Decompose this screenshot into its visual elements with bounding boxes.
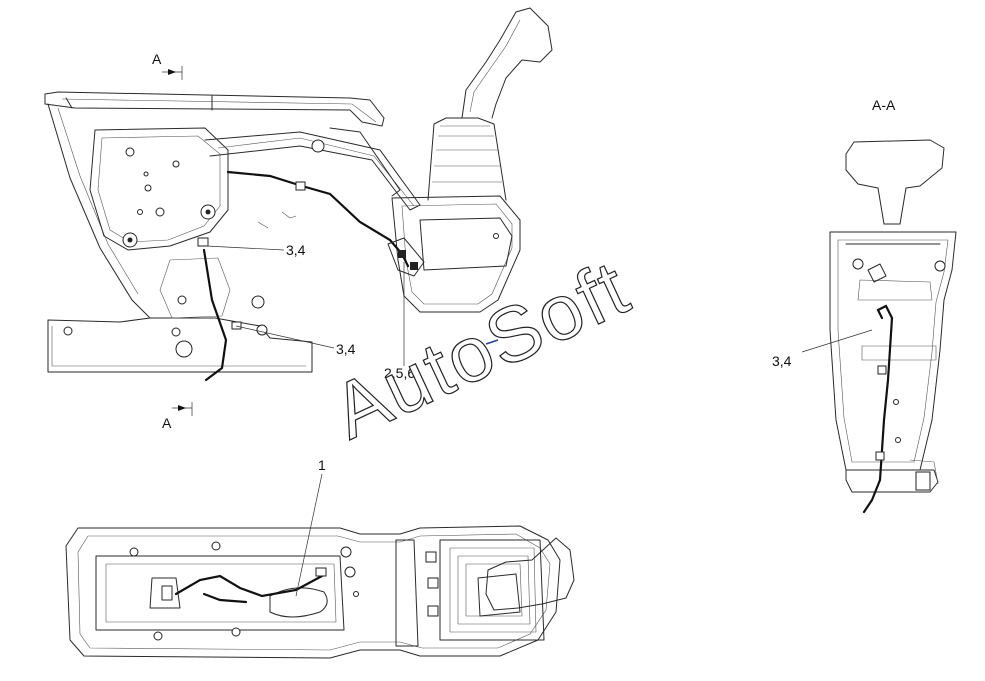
section-view-a-a: A-A 3,4	[772, 97, 957, 514]
callout-3-4-section: 3,4	[772, 353, 792, 369]
callout-3-4-upper: 3,4	[286, 242, 306, 258]
callout-2-5-6: 2,5,6	[384, 365, 415, 381]
top-view: 1	[65, 457, 575, 659]
watermark-text: AutoSoft	[320, 243, 643, 456]
callout-1: 1	[318, 457, 326, 473]
section-title: A-A	[872, 97, 896, 113]
side-view: A A 3,4 3,4 2,5,6	[44, 7, 553, 431]
section-marker-a-top: A	[152, 51, 162, 67]
callout-3-4-lower: 3,4	[336, 341, 356, 357]
section-marker-a-bottom: A	[162, 415, 172, 431]
watermark: AutoSoft	[319, 242, 643, 456]
blue-mark	[485, 339, 499, 345]
